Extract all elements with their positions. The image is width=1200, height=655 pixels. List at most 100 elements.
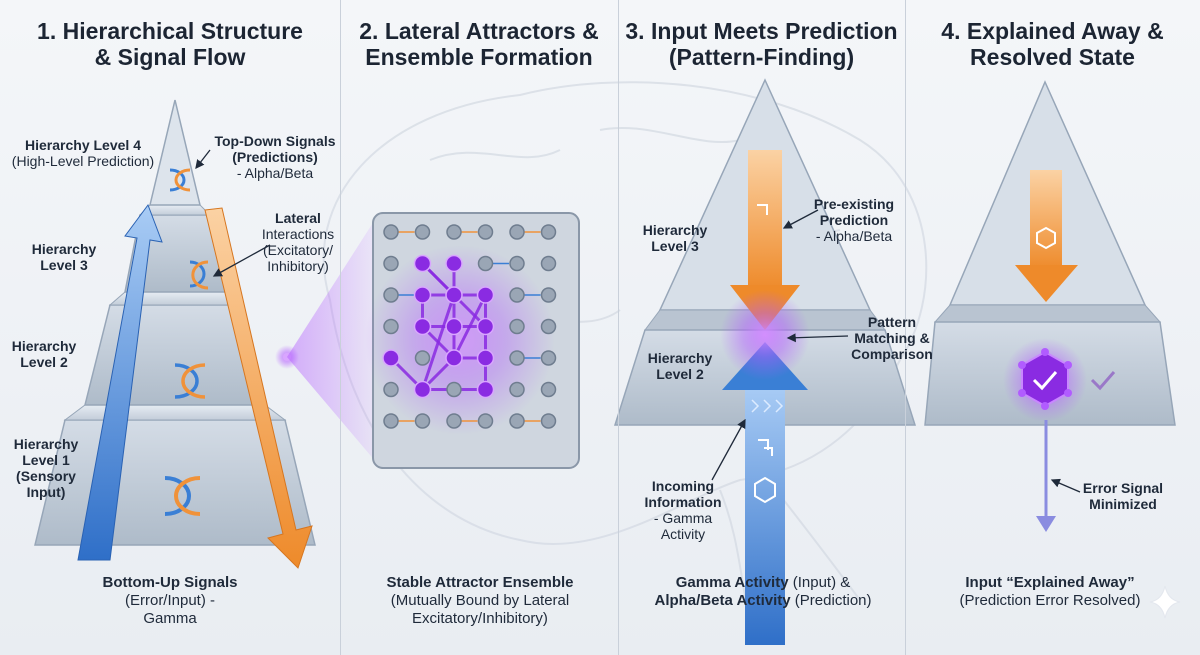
caption-text: (Prediction) <box>790 592 872 609</box>
incoming-information-label: Incoming Information - Gamma Activity <box>638 478 728 542</box>
label-line: Hierarchy <box>31 241 97 257</box>
label-line: Hierarchy <box>642 222 708 238</box>
label-line: Lateral <box>275 210 321 226</box>
caption-bold: Gamma Activity <box>675 574 789 591</box>
panel-2-ensemble <box>365 212 580 469</box>
label-line: - Alpha/Beta <box>236 165 314 181</box>
ensemble-node-active <box>413 286 432 304</box>
ensemble-node-active <box>476 380 495 399</box>
ensemble-node-active <box>413 254 432 273</box>
grid-node <box>383 318 399 335</box>
p3-level-2-label: Hierarchy Level 2 <box>640 350 720 382</box>
caption-line: (Error/Input) - <box>124 592 215 609</box>
label-line: Level 3 <box>651 238 699 254</box>
level-1-label: Hierarchy Level 1 (Sensory Input) <box>6 436 86 500</box>
panel-1-pyramid <box>34 99 376 569</box>
grid-node <box>383 255 399 272</box>
level-name: Hierarchy Level 4 <box>25 137 141 153</box>
panel-4-title: 4. Explained Away & Resolved State <box>905 18 1200 70</box>
caption-line: Gamma Activity (Input) & <box>628 574 898 592</box>
grid-node <box>540 255 557 272</box>
grid-node <box>477 224 494 240</box>
panel-4-pyramid <box>924 80 1176 532</box>
label-line: Error Signal <box>1082 480 1164 496</box>
grid-node <box>540 350 557 366</box>
caption-text: (Input) & <box>788 574 851 591</box>
error-signal-label: Error Signal Minimized <box>1068 480 1178 512</box>
grid-node <box>540 224 557 240</box>
title-line: 3. Input Meets Prediction <box>625 18 898 44</box>
panel-divider <box>905 0 906 655</box>
loop-arrow-icon <box>164 476 201 516</box>
panel-2-title: 2. Lateral Attractors & Ensemble Formati… <box>340 18 618 70</box>
level-2-label: Hierarchy Level 2 <box>4 338 84 370</box>
grid-node <box>540 318 557 335</box>
sparkle-icon <box>1149 585 1181 619</box>
label-line: - Alpha/Beta <box>815 228 893 244</box>
label-line: Activity <box>660 526 706 542</box>
label-line: Prediction <box>819 212 889 228</box>
check-icon <box>1090 371 1116 391</box>
label-line: Pre-existing <box>813 196 895 212</box>
level-4-label: Hierarchy Level 4 (High-Level Prediction… <box>8 137 158 169</box>
grid-node <box>509 413 525 429</box>
hexagon-icon <box>754 476 776 504</box>
caption-line: Input “Explained Away” <box>965 574 1135 591</box>
label-line: Level 3 <box>40 257 88 273</box>
grid-node <box>414 350 431 366</box>
grid-node <box>383 224 399 240</box>
label-line: (Sensory <box>16 468 76 484</box>
loop-arrow-icon <box>189 260 209 290</box>
label-line: Pattern <box>867 314 917 330</box>
title-line: Resolved State <box>970 44 1135 70</box>
label-line: Matching & <box>854 330 930 346</box>
label-line: Hierarchy <box>647 350 713 366</box>
label-line: Incoming <box>651 478 715 494</box>
check-icon <box>1032 371 1058 391</box>
label-line: - Gamma <box>653 510 713 526</box>
bottom-up-arrow <box>77 203 163 561</box>
lateral-link <box>421 294 456 390</box>
caption-line: Stable Attractor Ensemble <box>386 574 574 591</box>
label-line: Hierarchy <box>11 338 77 354</box>
grid-node <box>383 381 399 398</box>
grid-node <box>414 224 431 240</box>
incoming-input-arrow <box>745 385 785 645</box>
caption-line: Bottom-Up Signals <box>102 574 238 591</box>
hierarchy-level-4-tier <box>149 99 201 206</box>
ensemble-node-active <box>382 349 400 367</box>
label-line: Inhibitory) <box>267 258 329 274</box>
caption-line: Alpha/Beta Activity (Prediction) <box>628 592 898 610</box>
grid-node <box>383 413 399 429</box>
grid-node <box>509 255 525 272</box>
panel-4-caption: Input “Explained Away” (Prediction Error… <box>935 574 1165 610</box>
ensemble-node-active <box>476 317 495 336</box>
ensemble-node-active <box>413 380 432 399</box>
level-sub: (High-Level Prediction) <box>11 153 155 169</box>
grid-node <box>509 318 525 335</box>
loop-arrow-icon <box>169 168 191 192</box>
panel-divider <box>340 0 341 655</box>
label-line: Information <box>644 494 722 510</box>
grid-nodes <box>382 224 557 429</box>
grid-node <box>540 287 557 303</box>
caption-bold: Alpha/Beta Activity <box>654 592 791 609</box>
panel-divider <box>618 0 619 655</box>
ensemble-node-active <box>445 286 463 304</box>
title-line: 1. Hierarchical Structure <box>37 18 303 44</box>
label-line: Level 2 <box>20 354 68 370</box>
caption-line: Excitatory/Inhibitory) <box>412 610 548 627</box>
grid-node <box>446 413 462 429</box>
top-down-label: Top-Down Signals (Predictions) - Alpha/B… <box>210 133 340 181</box>
level-3-label: Hierarchy Level 3 <box>24 241 104 273</box>
grid-node <box>509 381 525 398</box>
prediction-arrow-small <box>1015 265 1078 302</box>
grid-node <box>509 350 525 366</box>
hexagon-icon <box>1036 226 1056 250</box>
panel-3-caption: Gamma Activity (Input) & Alpha/Beta Acti… <box>628 574 898 610</box>
panel-2-caption: Stable Attractor Ensemble (Mutually Boun… <box>360 574 600 628</box>
panel-1-title: 1. Hierarchical Structure & Signal Flow <box>0 18 340 70</box>
lateral-interactions-label: Lateral Interactions (Excitatory/ Inhibi… <box>253 210 343 274</box>
label-line: (Predictions) <box>232 149 318 165</box>
